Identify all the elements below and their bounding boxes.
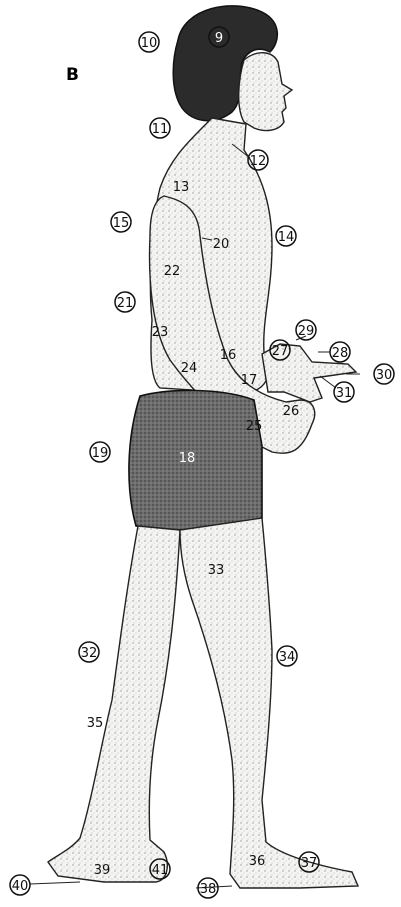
label-16: 16 [220,348,237,363]
label-26: 26 [283,404,300,419]
label-40: 40 [12,879,29,894]
label-29: 29 [298,324,315,339]
label-11: 11 [152,122,169,137]
label-21: 21 [117,296,134,311]
label-35: 35 [87,716,104,731]
label-38: 38 [200,882,217,897]
label-36: 36 [249,854,266,869]
label-17: 17 [241,373,258,388]
label-19: 19 [92,446,109,461]
label-15: 15 [113,216,130,231]
label-31: 31 [336,386,353,401]
label-27: 27 [272,344,289,359]
head [239,53,292,131]
panel-label: B [66,65,79,85]
label-30: 30 [376,368,393,383]
label-9: 9 [215,31,223,46]
label-23: 23 [152,325,169,340]
label-25: 25 [246,419,263,434]
back-leg [48,526,180,882]
label-10: 10 [141,36,158,51]
trunks [129,390,262,530]
front-leg [180,518,358,888]
label-22: 22 [164,264,181,279]
label-34: 34 [279,650,296,665]
label-41: 41 [152,863,169,878]
label-24: 24 [181,361,198,376]
label-39: 39 [94,863,111,878]
label-12: 12 [250,154,267,169]
label-32: 32 [81,646,98,661]
label-13: 13 [173,180,190,195]
label-33: 33 [208,563,225,578]
label-18: 18 [179,451,196,466]
label-14: 14 [278,230,295,245]
label-37: 37 [301,856,318,871]
label-28: 28 [332,346,349,361]
label-20: 20 [213,237,230,252]
